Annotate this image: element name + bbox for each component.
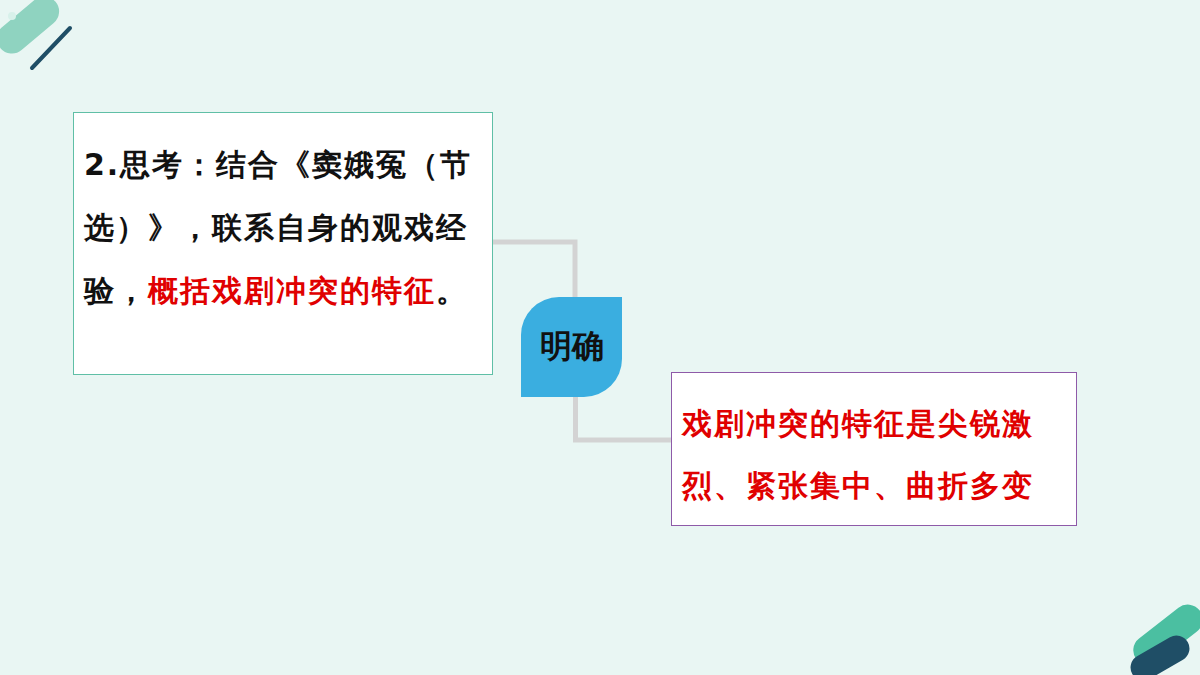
answer-tag: 明确	[521, 297, 622, 397]
connector-line	[576, 397, 672, 440]
text-block: 2.思考：结合《窦娥冤（节选）》，联系自身的观戏经验，概括戏剧冲突的特征。	[84, 133, 476, 322]
question-box: 2.思考：结合《窦娥冤（节选）》，联系自身的观戏经验，概括戏剧冲突的特征。	[73, 112, 493, 375]
corner-ornament	[0, 0, 70, 68]
answer-box: 戏剧冲突的特征是尖锐激烈、紧张集中、曲折多变	[671, 372, 1077, 526]
node-text: 。	[436, 273, 468, 308]
node-text: 戏剧冲突的特征是尖锐激烈、紧张集中、曲折多变	[682, 393, 1066, 517]
corner-ornament	[1126, 599, 1200, 675]
node-text: 概括戏剧冲突的特征	[148, 273, 436, 308]
node-text: 明确	[540, 325, 604, 369]
connector-line	[493, 242, 575, 297]
